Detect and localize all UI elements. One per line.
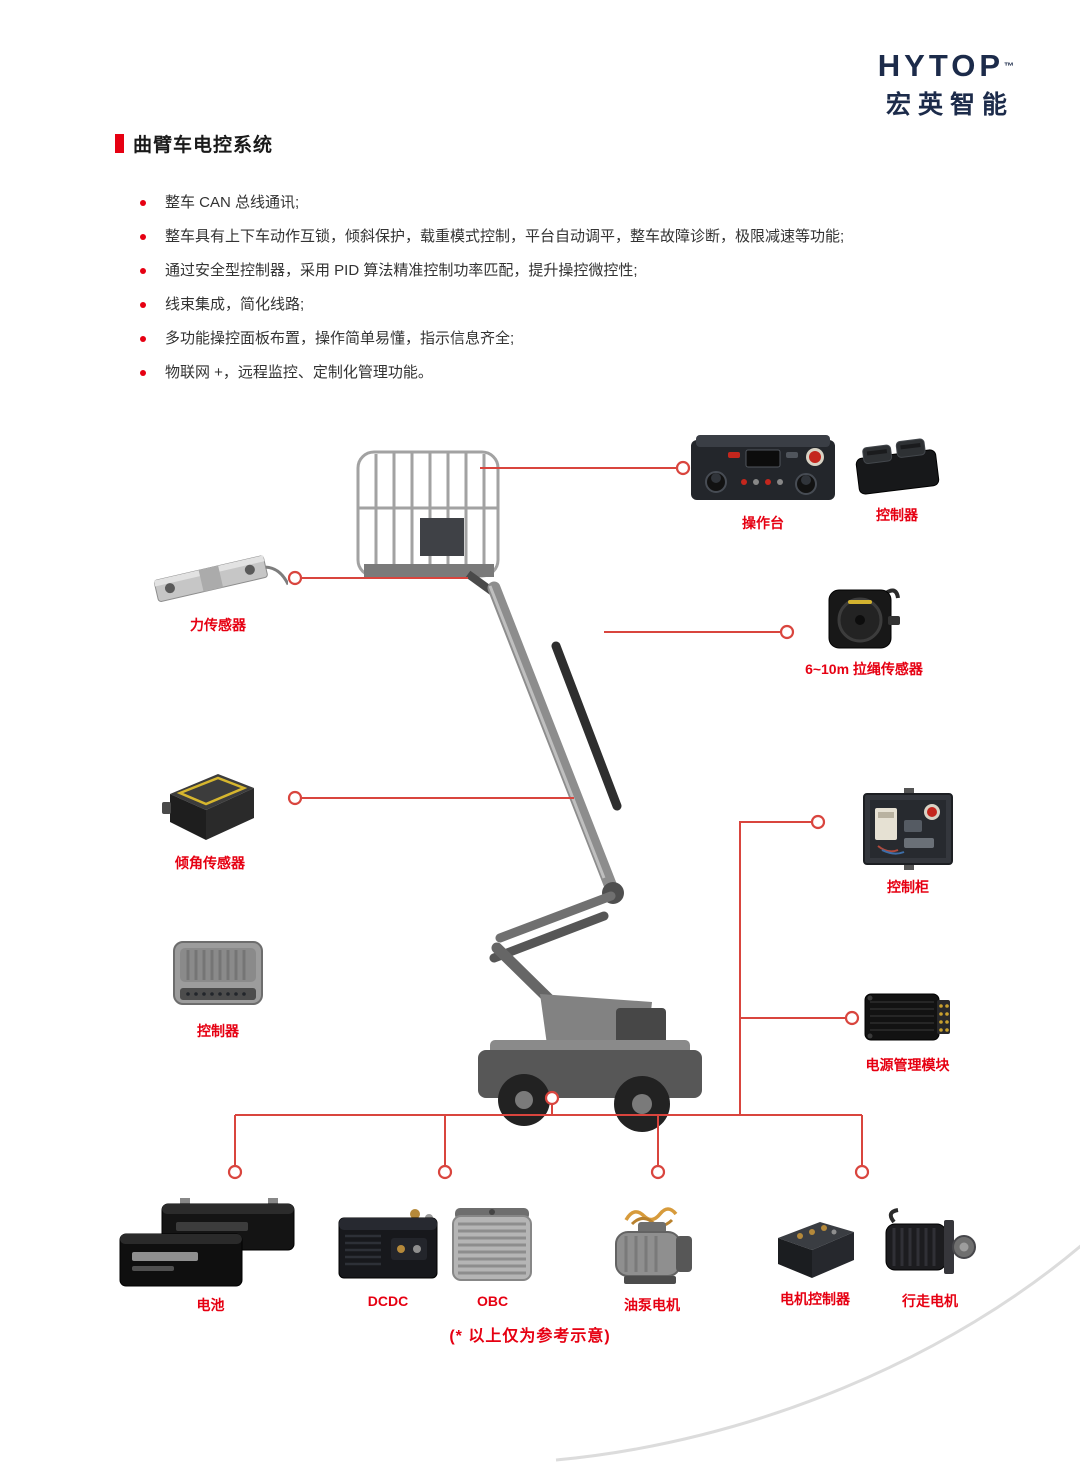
component-obc: OBC <box>445 1202 540 1309</box>
main-boom <box>487 581 620 899</box>
hytop-logo: HYTOP™ 宏英智能 <box>878 50 1014 121</box>
chassis <box>478 1050 702 1098</box>
component-power-module: 电源管理模块 <box>860 984 955 1075</box>
obc-image <box>452 1208 532 1281</box>
section-marker <box>115 134 124 153</box>
battery-image <box>119 1198 295 1287</box>
feature-item: 多功能操控面板布置，操作简单易懂，指示信息齐全; <box>138 328 1038 349</box>
power-module-label: 电源管理模块 <box>865 1057 950 1073</box>
component-motor-controller: 电机控制器 <box>770 1212 860 1309</box>
basket-control-box <box>420 518 464 556</box>
console-image <box>691 435 835 500</box>
motor-controller-label: 电机控制器 <box>780 1291 850 1307</box>
component-dcdc: DCDC <box>333 1202 443 1309</box>
motor-controller-image <box>778 1222 854 1278</box>
boom-lift-illustration <box>356 450 702 1132</box>
component-controller-ecu: 控制器 <box>168 930 268 1041</box>
obc-label: OBC <box>476 1293 509 1309</box>
basket-floor <box>364 564 494 577</box>
force-sensor-label: 力传感器 <box>190 617 246 633</box>
connector-lines <box>234 467 863 1166</box>
tilt-sensor-label: 倾角传感器 <box>175 855 245 871</box>
control-cabinet-image <box>863 788 953 870</box>
controller-ecu-image <box>173 941 263 1005</box>
wheel <box>498 1074 550 1126</box>
force-sensor-image <box>153 555 288 602</box>
boom-cylinder <box>551 641 622 811</box>
component-travel-motor: 行走电机 <box>880 1204 980 1311</box>
rope-sensor-label: 6~10m 拉绳传感器 <box>805 661 923 677</box>
turntable <box>540 994 652 1058</box>
rope-sensor-image <box>828 588 900 649</box>
component-tilt-sensor: 倾角传感器 <box>160 760 260 873</box>
pump-motor-image <box>615 1207 692 1284</box>
tilt-sensor-image <box>162 774 254 840</box>
feature-item: 整车具有上下车动作互锁，倾斜保护，载重模式控制，平台自动调平，整车故障诊断，极限… <box>138 226 1038 247</box>
component-control-cabinet: 控制柜 <box>858 786 958 897</box>
connector-nodes <box>227 460 870 1180</box>
footnote: (* 以上仅为参考示意) <box>449 1328 611 1345</box>
feature-item: 线束集成，简化线路; <box>138 294 1038 315</box>
component-battery: 电池 <box>118 1198 303 1315</box>
dcdc-label: DCDC <box>367 1293 409 1309</box>
component-force-sensor: 力传感器 <box>148 538 288 635</box>
controller-top-label: 控制器 <box>876 507 918 523</box>
control-cabinet-label: 控制柜 <box>887 879 929 895</box>
feature-item: 通过安全型控制器，采用 PID 算法精准控制功率匹配，提升操控微控性; <box>138 260 1038 281</box>
travel-motor-label: 行走电机 <box>902 1293 958 1309</box>
trademark-mark: ™ <box>1004 61 1014 73</box>
component-controller-top: 控制器 <box>852 436 942 525</box>
feature-item: 整车 CAN 总线通讯; <box>138 192 1038 213</box>
pump-motor-label: 油泵电机 <box>624 1297 680 1313</box>
wheel <box>614 1076 670 1132</box>
dcdc-image <box>338 1209 438 1279</box>
counterweight <box>616 1008 666 1064</box>
component-pump-motor: 油泵电机 <box>602 1198 702 1315</box>
controller-top-image <box>855 438 940 495</box>
section-heading: 曲臂车电控系统 <box>115 130 273 157</box>
travel-motor-image <box>885 1208 976 1274</box>
component-rope-sensor: 6~10m 拉绳传感器 <box>805 580 923 679</box>
brand-subtitle: 宏英智能 <box>885 91 1014 119</box>
component-console: 操作台 <box>688 430 838 533</box>
page-title: 曲臂车电控系统 <box>133 135 274 156</box>
feature-item: 物联网 +，远程监控、定制化管理功能。 <box>138 362 1038 383</box>
brand-name: HYTOP <box>877 48 1004 83</box>
feature-list: 整车 CAN 总线通讯; 整车具有上下车动作互锁，倾斜保护，载重模式控制，平台自… <box>138 192 1038 396</box>
battery-label: 电池 <box>196 1297 225 1313</box>
power-module-image <box>864 993 950 1041</box>
controller-ecu-label: 控制器 <box>197 1023 239 1039</box>
console-label: 操作台 <box>742 515 784 531</box>
